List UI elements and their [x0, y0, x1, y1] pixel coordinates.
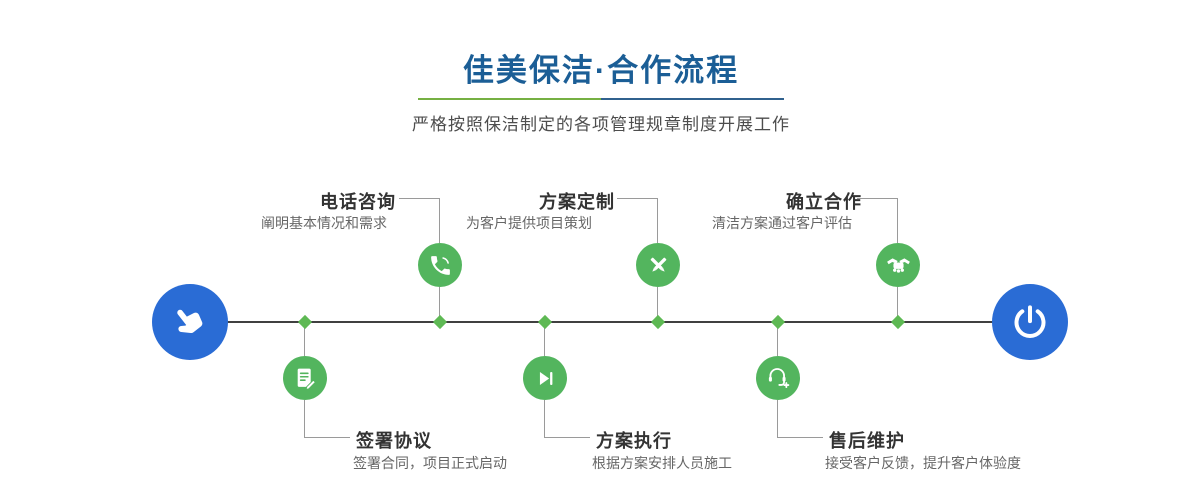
step-desc-establish-coop: 清洁方案通过客户评估: [712, 215, 852, 231]
connector: [304, 437, 350, 438]
connector: [544, 437, 590, 438]
design-tools-icon: [650, 257, 666, 272]
connector: [544, 322, 545, 356]
divider-green-segment: [418, 98, 601, 100]
connector: [657, 198, 658, 243]
page-title: 佳美保洁·合作流程: [462, 53, 740, 88]
connector: [897, 287, 898, 322]
step-title-aftersales: 售后维护: [829, 431, 905, 451]
connector: [304, 400, 305, 437]
connector: [777, 322, 778, 356]
pointing-hand-icon: [177, 309, 203, 334]
timeline-marker-diamond: [890, 314, 906, 330]
step-title-establish-coop: 确立合作: [786, 192, 862, 212]
end-node: [992, 284, 1068, 360]
step-node-establish-coop: [876, 243, 920, 287]
step-node-aftersales: [756, 356, 800, 400]
connector: [657, 287, 658, 322]
connector: [304, 322, 305, 356]
step-title-plan-execute: 方案执行: [596, 431, 672, 451]
step-title-sign-agreement: 签署协议: [356, 431, 432, 451]
timeline-marker-diamond: [770, 314, 786, 330]
connector: [439, 198, 440, 243]
step-title-plan-custom: 方案定制: [539, 192, 615, 212]
page-subtitle: 严格按照保洁制定的各项管理规章制度开展工作: [412, 115, 790, 134]
step-desc-phone-consult: 阐明基本情况和需求: [261, 215, 387, 231]
contract-icon: [297, 368, 316, 390]
connector: [617, 198, 658, 199]
play-next-icon: [539, 371, 552, 385]
connector: [897, 198, 898, 243]
connector: [777, 437, 823, 438]
connector: [439, 287, 440, 322]
connector: [399, 198, 440, 199]
support-headset-icon: [768, 368, 790, 389]
title-divider: [418, 98, 784, 100]
timeline-line: [190, 321, 1030, 323]
step-node-plan-execute: [523, 356, 567, 400]
step-desc-sign-agreement: 签署合同，项目正式启动: [353, 455, 507, 471]
start-node: [152, 284, 228, 360]
step-title-phone-consult: 电话咨询: [320, 192, 396, 212]
timeline-marker-diamond: [297, 314, 313, 330]
step-node-sign-agreement: [283, 356, 327, 400]
connector: [544, 400, 545, 437]
timeline-marker-diamond: [537, 314, 553, 330]
connector: [777, 400, 778, 437]
power-icon: [1014, 305, 1046, 338]
timeline-marker-diamond: [650, 314, 666, 330]
handshake-icon: [886, 257, 910, 273]
connector: [857, 198, 898, 199]
step-desc-plan-custom: 为客户提供项目策划: [466, 215, 592, 231]
divider-blue-segment: [601, 98, 784, 100]
step-node-plan-custom: [636, 243, 680, 287]
step-desc-aftersales: 接受客户反馈，提升客户体验度: [825, 455, 1021, 471]
phone-icon: [430, 255, 450, 275]
step-desc-plan-execute: 根据方案安排人员施工: [592, 455, 732, 471]
timeline-marker-diamond: [432, 314, 448, 330]
step-node-phone-consult: [418, 243, 462, 287]
